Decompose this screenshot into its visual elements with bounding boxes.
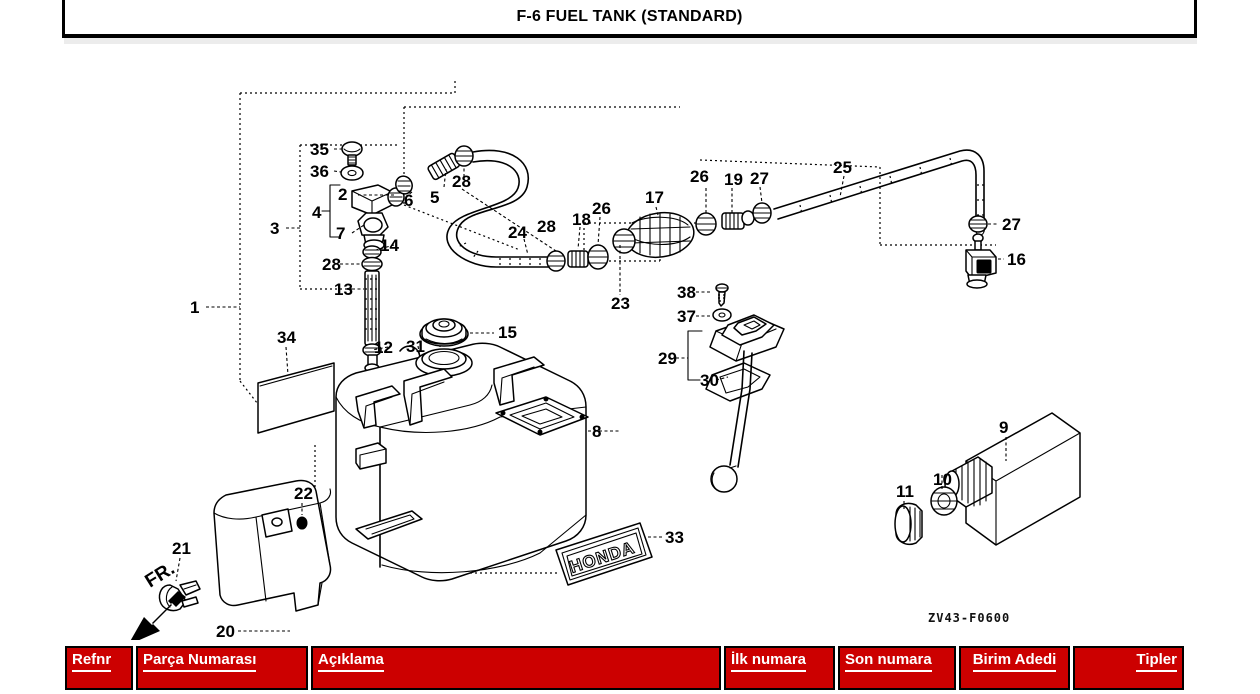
part-22-grommet (296, 516, 308, 530)
part-float-arm (710, 350, 753, 493)
part-9-fuel-tube (965, 412, 1081, 546)
svg-text:20: 20 (216, 622, 235, 640)
part-36-washer (340, 165, 364, 181)
part-28-clamp-lower (361, 256, 383, 272)
part-34-label-plate (257, 362, 335, 434)
svg-text:21: 21 (172, 539, 191, 558)
svg-text:13: 13 (334, 280, 353, 299)
part-26-nut-a (587, 244, 609, 270)
svg-text:6: 6 (404, 191, 413, 210)
svg-text:22: 22 (294, 484, 313, 503)
svg-text:18: 18 (572, 210, 591, 229)
column-header-refnr[interactable]: Refnr (65, 646, 133, 690)
leader-21 (175, 557, 181, 582)
part-2-4-7-valve-assembly (351, 184, 405, 251)
svg-text:23: 23 (611, 294, 630, 313)
svg-text:15: 15 (498, 323, 517, 342)
column-header-part-number[interactable]: Parça Numarası (136, 646, 308, 690)
svg-text:12: 12 (374, 338, 393, 357)
svg-text:5: 5 (430, 188, 439, 207)
part-37-washer (712, 308, 732, 322)
part-26-nut-b (695, 212, 717, 236)
drawing-code: ZV43-F0600 (928, 611, 1011, 625)
part-28-inline (546, 250, 566, 272)
part-11-cap (894, 502, 923, 545)
svg-text:29: 29 (658, 349, 677, 368)
part-16-valve (965, 233, 997, 289)
page-header: F-6 FUEL TANK (STANDARD) (0, 0, 1260, 45)
svg-text:30: 30 (700, 371, 719, 390)
part-15-fuel-cap (419, 318, 469, 347)
header-box: F-6 FUEL TANK (STANDARD) (62, 0, 1197, 38)
svg-text:26: 26 (592, 199, 611, 218)
parts-table-header-row: Refnr Parça Numarası Açıklama İlk numara… (65, 646, 1184, 690)
svg-text:11: 11 (896, 482, 914, 501)
exploded-parts-diagram: .ln{fill:none;stroke:#000;stroke-width:1… (0, 45, 1260, 640)
leader-36 (333, 170, 342, 173)
svg-text:34: 34 (277, 328, 296, 347)
column-header-description[interactable]: Açıklama (311, 646, 721, 690)
svg-text:37: 37 (677, 307, 696, 326)
svg-text:19: 19 (724, 170, 743, 189)
svg-text:27: 27 (750, 169, 769, 188)
column-header-last-number[interactable]: Son numara (838, 646, 956, 690)
svg-text:4: 4 (312, 203, 322, 222)
svg-text:38: 38 (677, 283, 696, 302)
parts-table: Refnr Parça Numarası Açıklama İlk numara… (62, 646, 1187, 690)
parts-table-container: Refnr Parça Numarası Açıklama İlk numara… (0, 640, 1260, 694)
part-6-joint (395, 175, 413, 195)
svg-text:27: 27 (1002, 215, 1021, 234)
part-27-nut-b (968, 215, 988, 233)
svg-text:36: 36 (310, 162, 329, 181)
page-title: F-6 FUEL TANK (STANDARD) (516, 8, 743, 25)
svg-text:35: 35 (310, 140, 329, 159)
part-21-clip (158, 580, 201, 612)
svg-text:8: 8 (592, 422, 601, 441)
svg-text:28: 28 (537, 217, 556, 236)
svg-text:2: 2 (338, 185, 347, 204)
part-5-6-connector (427, 145, 474, 181)
column-header-first-number[interactable]: İlk numara (724, 646, 835, 690)
svg-text:1: 1 (190, 298, 199, 317)
part-18-fitting (567, 250, 589, 268)
svg-text:25: 25 (833, 158, 852, 177)
part-27-nut-a (752, 202, 772, 224)
group-frame-main (239, 79, 456, 418)
svg-text:33: 33 (665, 528, 684, 547)
svg-text:14: 14 (380, 236, 399, 255)
svg-text:26: 26 (690, 167, 709, 186)
part-8-fuel-tank-body (335, 342, 589, 582)
svg-text:28: 28 (452, 172, 471, 191)
part-35-bolt (341, 141, 363, 166)
callout-numbers: 1 2 3 4 5 6 7 8 9 10 11 12 13 14 15 16 1… (172, 140, 1026, 640)
part-38-screw (715, 283, 729, 307)
part-13-pickup-tube (364, 270, 380, 346)
column-header-unit-qty[interactable]: Birim Adedi (959, 646, 1070, 690)
diagram-canvas: .ln{fill:none;stroke:#000;stroke-width:1… (130, 79, 1081, 640)
part-20-tank-cover (213, 479, 332, 612)
part-10-nut (930, 486, 958, 516)
bracket-leaders (206, 166, 1004, 381)
leader-34 (285, 346, 289, 376)
svg-text:3: 3 (270, 219, 279, 238)
part-24-fuel-hose (446, 149, 549, 268)
part-19-fitting (721, 210, 755, 230)
svg-text:16: 16 (1007, 250, 1026, 269)
svg-text:17: 17 (645, 188, 664, 207)
column-header-types[interactable]: Tipler (1073, 646, 1184, 690)
part-17-primer-bulb (612, 211, 695, 259)
svg-text:7: 7 (336, 224, 345, 243)
svg-text:28: 28 (322, 255, 341, 274)
part-14-clamp (362, 245, 382, 259)
svg-text:24: 24 (508, 223, 527, 242)
part-29-fuel-sender (709, 314, 785, 362)
svg-text:31: 31 (406, 337, 425, 356)
svg-text:10: 10 (933, 470, 952, 489)
svg-text:9: 9 (999, 418, 1008, 437)
